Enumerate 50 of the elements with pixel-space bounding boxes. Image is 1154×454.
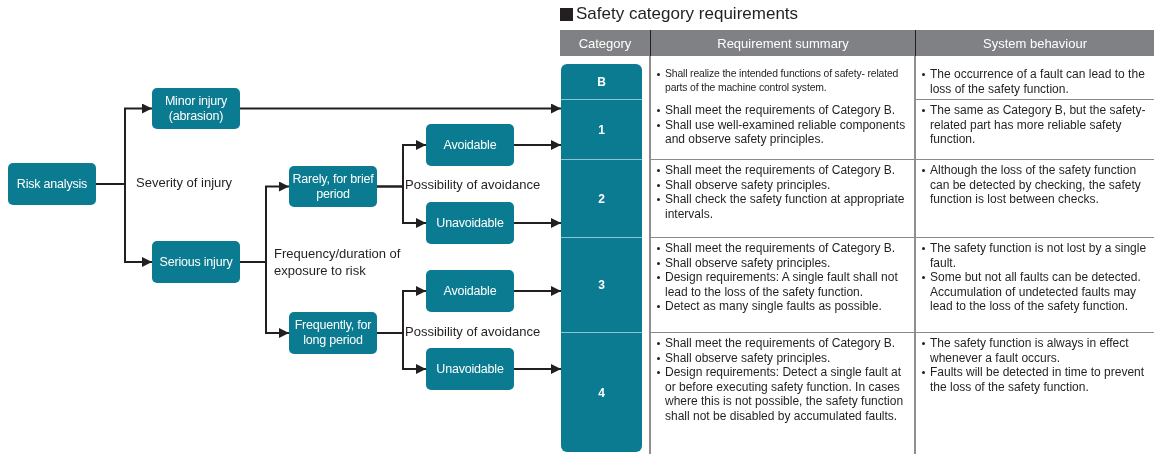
branch-label: Possibility of avoidance [405,323,542,340]
arrow [513,140,562,150]
process-box: Avoidable [426,124,514,166]
bullet-item: Detect as many single faults as possible. [656,299,911,314]
arrow [513,286,562,296]
bullet-item: The safety function is always in effect whenever a fault occurs. [921,336,1150,365]
process-box: Minor injury (abrasion) [152,88,240,129]
bullet-item: The safety function is not lost by a single fault. [921,241,1150,270]
bullet-item: Shall observe safety principles. [656,255,911,270]
process-box: Unavoidable [426,348,514,390]
process-box: Avoidable [426,270,514,312]
table-title: Safety category requirements [576,4,799,24]
branch-label: Severity of injury [136,174,234,191]
process-box: Serious injury [152,241,240,283]
process-box: Unavoidable [426,202,514,244]
column-header: Category [560,30,650,56]
bullet-item: Shall use well-examined reliable components and observe safety principles. [656,117,911,147]
bullet-item: Shall observe safety principles. [656,177,911,192]
category-cell: B [561,64,642,100]
arrow [376,185,427,228]
arrow [239,261,290,338]
bullet-item: Although the loss of the safety function can be detected by checking, the safety function is lost between checks. [921,163,1150,207]
arrow [513,364,562,374]
bullet-item: The occurrence of a fault can lead to the loss of the safety function. [921,67,1150,96]
process-box: Frequently, for long period [289,312,377,354]
category-cell: 3 [561,238,642,333]
category-cell: 4 [561,333,642,452]
bullet-item: Some but not all faults can be detected. Accumulation of undetected faults may lead to the loss of the safety function. [921,270,1150,314]
branch-label: Possibility of avoidance [405,176,542,193]
process-box: Rarely, for brief period [289,166,377,207]
bullet-item: Shall meet the requirements of Category B. [656,103,911,118]
column-header: Requirement summary [650,30,915,56]
bullet-item: Shall meet the requirements of Category B. [656,241,911,256]
branch-label: Frequency/duration of exposure to risk [274,245,402,279]
bullet-item: Faults will be detected in time to prevent the loss of the safety function. [921,365,1150,394]
category-cell: 2 [561,160,642,238]
bullet-item: Shall realize the intended functions of safety- related parts of the machine control system. [656,67,911,95]
bullet-item: Design requirements: A single fault shall not lead to the loss of the safety function. [656,270,911,299]
process-box: Risk analysis [8,163,96,205]
column-header: System behaviour [915,30,1154,56]
bullet-item: Shall meet the requirements of Category B. [656,163,911,178]
bullet-item: Design requirements: Detect a single fault at or before executing safety function. In cases where this is not possible, the safety function shall not be disabled by accumulated faults. [656,365,911,423]
bullet-item: Shall observe safety principles. [656,350,911,365]
arrow [376,332,427,374]
bullet-item: The same as Category B, but the safety-related part has more reliable safety function. [921,103,1150,147]
arrow [239,103,562,114]
arrow [513,218,562,228]
bullet-item: Shall meet the requirements of Category B. [656,336,911,351]
bullet-item: Shall check the safety function at appropriate intervals. [656,192,911,221]
category-cell: 1 [561,100,642,160]
